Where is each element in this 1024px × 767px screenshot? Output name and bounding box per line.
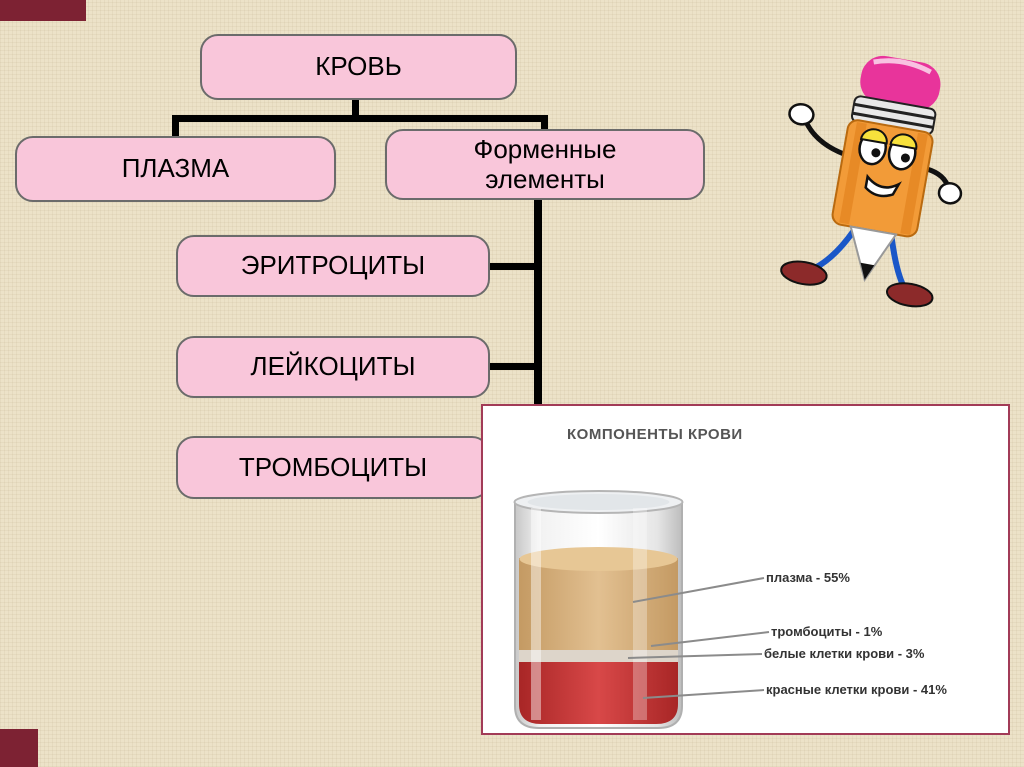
diagram-node-thrombocytes: ТРОМБОЦИТЫ	[176, 436, 490, 499]
diagram-node-leukocytes-label: ЛЕЙКОЦИТЫ	[250, 351, 416, 382]
label-platelets: тромбоциты - 1%	[771, 624, 883, 639]
corner-accent-top-left	[0, 0, 86, 21]
corner-accent-bottom-left	[0, 729, 38, 767]
label-red-cells: красные клетки крови - 41%	[766, 682, 947, 697]
diagram-node-formed-elements-label: Форменные элементы	[473, 133, 617, 194]
beaker-illustration	[513, 490, 770, 729]
diagram-node-blood-label: КРОВЬ	[315, 51, 402, 82]
panel-title: КОМПОНЕНТЫ КРОВИ	[567, 426, 743, 443]
connector-root-stem	[352, 97, 359, 122]
connector-drop-plasma	[172, 115, 179, 138]
connector-horizontal	[172, 115, 548, 122]
connector-stub-leukocytes	[488, 363, 538, 370]
label-plasma: плазма - 55%	[766, 570, 850, 585]
diagram-node-leukocytes: ЛЕЙКОЦИТЫ	[176, 336, 490, 398]
label-white-cells: белые клетки крови - 3%	[764, 646, 925, 661]
diagram-node-plasma: ПЛАЗМА	[15, 136, 336, 202]
diagram-node-formed-elements: Форменные элементы	[385, 129, 705, 200]
connector-vertical-formed	[534, 198, 542, 471]
diagram-node-blood: КРОВЬ	[200, 34, 517, 100]
diagram-node-erythrocytes: ЭРИТРОЦИТЫ	[176, 235, 490, 297]
diagram-node-erythrocytes-label: ЭРИТРОЦИТЫ	[240, 250, 426, 281]
connector-drop-formed	[541, 115, 548, 133]
blood-components-panel: КОМПОНЕНТЫ КРОВИ плазма - 55% тромбоциты…	[481, 404, 1010, 735]
connector-stub-erythrocytes	[488, 263, 538, 270]
diagram-node-plasma-label: ПЛАЗМА	[121, 153, 230, 184]
pencil-character-illustration	[780, 55, 963, 308]
diagram-node-thrombocytes-label: ТРОМБОЦИТЫ	[238, 451, 428, 482]
